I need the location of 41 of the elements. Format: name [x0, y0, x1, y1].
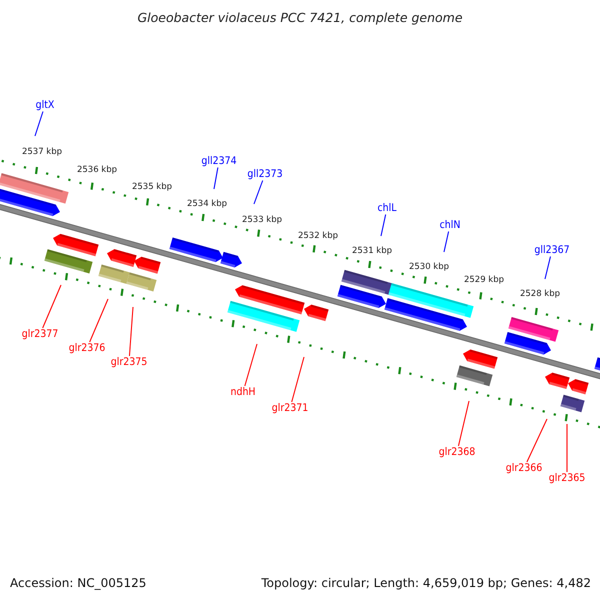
gene-name: gll2367	[534, 245, 570, 256]
gene-name: chlN	[440, 220, 460, 230]
leader-line	[244, 344, 258, 386]
gene-name: glr2365	[548, 473, 586, 484]
scale-label: 2530 kbp	[408, 263, 450, 272]
map-title: Gloeobacter violaceus PCC 7421, complete genome	[137, 12, 463, 24]
leader-line	[254, 180, 264, 204]
scale-label: 2529 kbp	[464, 276, 504, 284]
scale-label: 2531 kbp	[352, 247, 392, 256]
gene-name: glr2368	[438, 447, 476, 458]
scale-label: 2536 kbp	[76, 166, 118, 174]
scale-label: 2533 kbp	[242, 216, 282, 224]
leader-line	[566, 424, 568, 472]
gene-name: gll2374	[201, 156, 237, 166]
leader-line	[291, 356, 304, 402]
leader-line	[444, 231, 450, 252]
scale-label: 2537 kbp	[22, 148, 62, 156]
leader-line	[380, 214, 386, 236]
leader-line	[458, 400, 470, 446]
leader-line	[544, 256, 551, 280]
gene-name: glr2377	[22, 329, 58, 340]
leader-line	[42, 284, 62, 328]
footer-text: Accession: NC_005125	[10, 577, 146, 589]
gene-name: gltX	[36, 100, 54, 110]
leader-line	[526, 418, 548, 462]
gene-name: glr2366	[506, 463, 542, 474]
gene-name: glr2371	[272, 403, 308, 414]
leader-line	[128, 306, 134, 356]
gene-name: glr2375	[110, 357, 148, 368]
scale-label: 2532 kbp	[298, 232, 338, 240]
gene-name: glr2376	[68, 343, 106, 354]
scale-label: 2528 kbp	[520, 290, 560, 298]
scale-label: 2535 kbp	[132, 183, 172, 192]
footer-text: Topology: circular; Length: 4,659,019 bp; Genes: 4,482	[261, 577, 591, 589]
gene-name: gll2373	[247, 169, 283, 180]
gene-name: chlL	[377, 203, 397, 214]
leader-line	[34, 111, 44, 136]
leader-line	[214, 167, 218, 190]
scale-label: 2534 kbp	[186, 200, 228, 208]
gene-name: ndhH	[230, 387, 256, 398]
leader-line	[89, 298, 108, 342]
